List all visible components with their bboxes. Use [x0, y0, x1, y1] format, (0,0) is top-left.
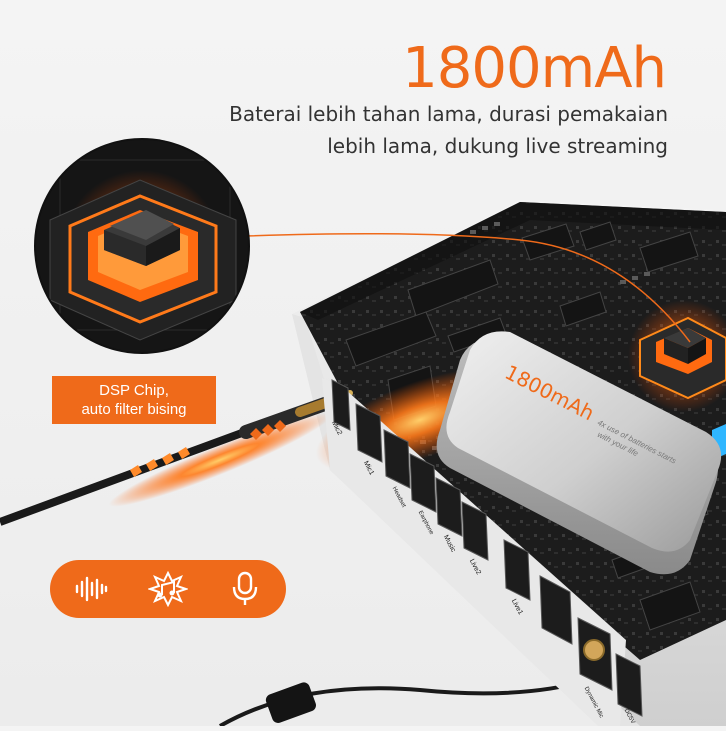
battery-pack: [436, 331, 722, 575]
port-mic2: [331, 379, 351, 431]
dsp-chip-callout: DSP Chip, auto filter bising: [52, 376, 216, 424]
port-music: [435, 477, 463, 537]
port-panel: [322, 378, 643, 726]
port-headset: [383, 429, 411, 489]
battery-description-line1: Baterai lebih tahan lama, durasi pemakai…: [229, 102, 668, 126]
capacity-headline: 1800mAh: [402, 36, 667, 101]
dsp-chip-on-board: [628, 300, 726, 412]
port-usb: [539, 575, 573, 645]
battery-description: Baterai lebih tahan lama, durasi pemakai…: [198, 98, 668, 162]
callout-line2: auto filter bising: [81, 401, 187, 418]
port-live2: [461, 501, 489, 561]
callout-line1: DSP Chip,: [99, 382, 169, 399]
port-live1: [503, 539, 531, 601]
chip-zoom-circle: [34, 138, 250, 354]
microphone-icon: [216, 560, 274, 618]
port-earphone: [409, 453, 437, 513]
port-dc5v: [615, 653, 643, 717]
feature-icon-bar: [50, 560, 286, 618]
noise-burst-icon: [139, 560, 197, 618]
gold-jack: [583, 639, 605, 661]
battery-description-line2: lebih lama, dukung live streaming: [327, 134, 668, 158]
bottom-cable: [219, 678, 591, 728]
sound-wave-icon: [62, 560, 120, 618]
port-mic1: [355, 403, 383, 463]
leader-line: [245, 233, 691, 343]
